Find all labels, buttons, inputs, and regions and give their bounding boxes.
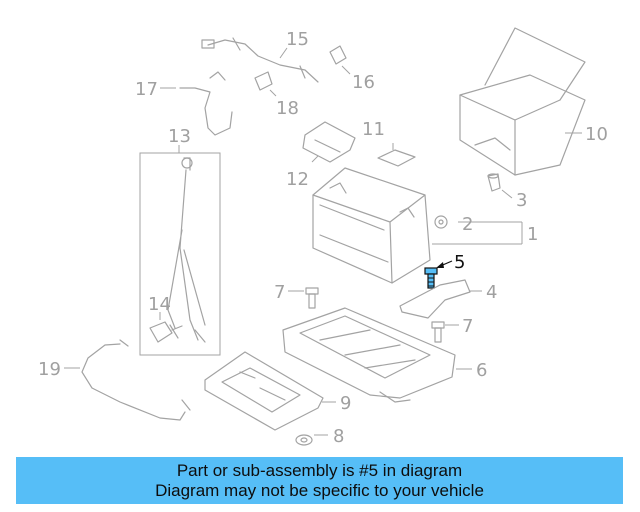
vent-plug-part (434, 215, 448, 229)
callout-11[interactable]: 11 (362, 119, 385, 140)
callout-14[interactable]: 14 (148, 294, 171, 315)
bolt-part-lower (431, 321, 445, 343)
callout-1[interactable]: 1 (527, 224, 538, 245)
callout-12[interactable]: 12 (286, 169, 309, 190)
callout-8[interactable]: 8 (333, 426, 344, 447)
callout-7-lower[interactable]: 7 (462, 316, 473, 337)
bracket-part (399, 279, 471, 319)
callout-7-upper[interactable]: 7 (274, 282, 285, 303)
callout-17[interactable]: 17 (135, 79, 158, 100)
banner-line-2: Diagram may not be specific to your vehi… (155, 481, 484, 500)
callout-6[interactable]: 6 (476, 360, 487, 381)
bolt-part-highlighted[interactable] (424, 267, 438, 289)
callout-4[interactable]: 4 (486, 282, 497, 303)
callout-9[interactable]: 9 (340, 393, 351, 414)
callout-13[interactable]: 13 (168, 126, 191, 147)
grommet-part (254, 71, 273, 91)
pad-part (377, 149, 416, 167)
lower-tray-part (204, 351, 324, 431)
cap-part-16 (329, 45, 347, 65)
battery-tray-part (282, 307, 456, 403)
bolt-part-upper (305, 287, 319, 309)
ground-cable-part (179, 71, 233, 136)
sensor-part (149, 321, 183, 343)
callout-16[interactable]: 16 (352, 72, 375, 93)
nut-part (295, 434, 313, 446)
callout-19[interactable]: 19 (38, 359, 61, 380)
cap-part (487, 173, 501, 192)
callout-15[interactable]: 15 (286, 29, 309, 50)
callout-10[interactable]: 10 (585, 124, 608, 145)
terminal-cover-part (302, 121, 356, 163)
battery-part (312, 167, 431, 284)
exploded-parts-diagram: 10 3 11 12 1 (38, 27, 608, 447)
cable-group-box (139, 152, 221, 356)
callout-5[interactable]: 5 (454, 252, 465, 273)
positive-cable-part (201, 37, 319, 83)
callout-2[interactable]: 2 (462, 214, 473, 235)
callout-3[interactable]: 3 (516, 190, 527, 211)
battery-cover-box (459, 27, 586, 176)
battery-cable-part (81, 339, 191, 421)
info-banner: Part or sub-assembly is #5 in diagram Di… (16, 457, 623, 504)
banner-line-1: Part or sub-assembly is #5 in diagram (176, 461, 463, 480)
callout-18[interactable]: 18 (276, 98, 299, 119)
